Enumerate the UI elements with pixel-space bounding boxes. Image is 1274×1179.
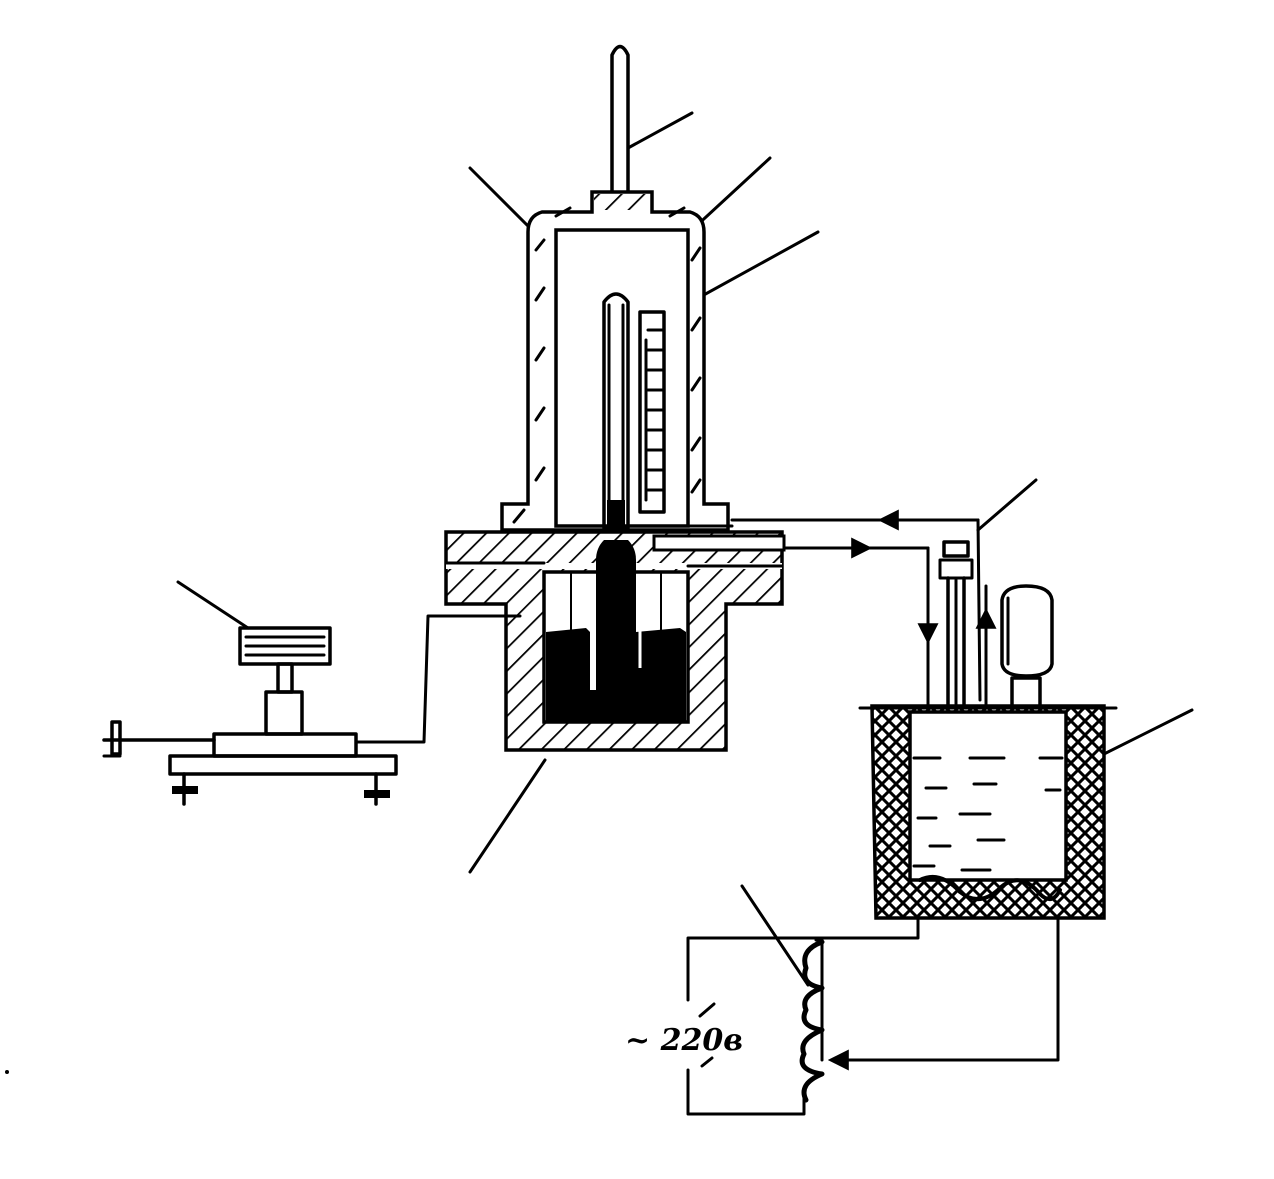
stand-base (102, 720, 398, 806)
supply-voltage-label: ~ 220в (625, 1023, 743, 1058)
autotransformer-coil (799, 939, 825, 1103)
reading-scale (638, 310, 666, 514)
thermostat-bath (858, 704, 1118, 920)
outer-jacket (500, 190, 730, 532)
connecting-wire (354, 614, 522, 744)
heater-circuit (686, 916, 1060, 1116)
pressure-gauge (238, 626, 332, 736)
stray-dot (5, 1070, 9, 1074)
inner-tube (602, 292, 630, 530)
sample-liquid (546, 540, 686, 722)
